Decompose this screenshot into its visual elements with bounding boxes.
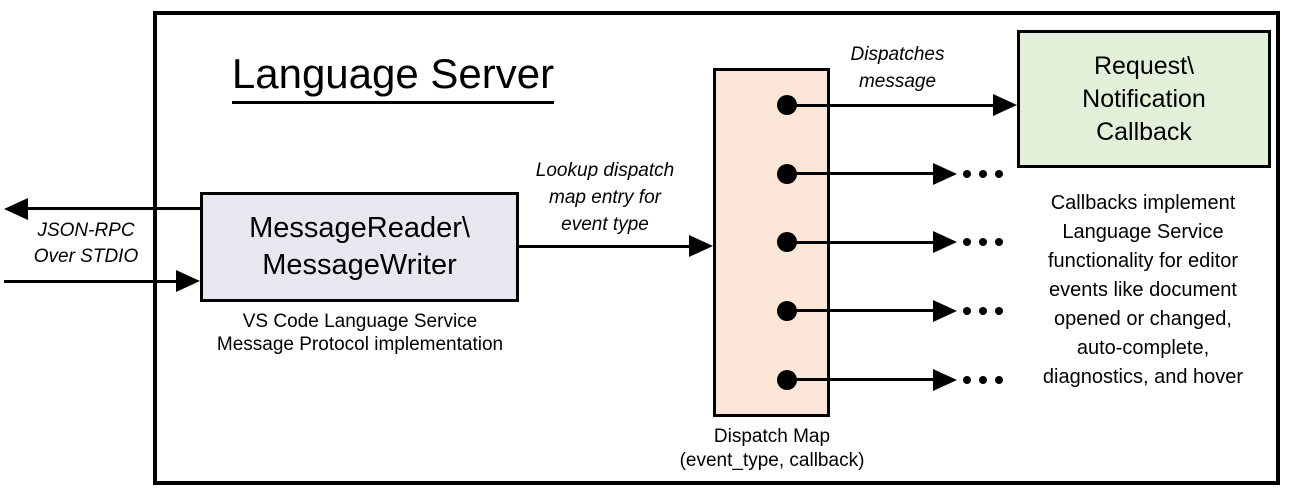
callbacks-annotation-line-7: diagnostics, and hover bbox=[1042, 366, 1244, 388]
lookup-line bbox=[518, 245, 689, 248]
lookup-label-line-1: Lookup dispatch bbox=[535, 160, 675, 181]
callback-label-line-1: Request\ bbox=[1093, 51, 1195, 80]
dispatch-arrow-2-head-icon bbox=[933, 163, 957, 185]
lookup-label-line-3: event type bbox=[561, 214, 649, 235]
ellipsis-dot bbox=[979, 307, 987, 315]
lookup-edge-label: Lookup dispatch map entry for event type bbox=[510, 157, 700, 238]
dispatch-map-label-line-1: Dispatch Map bbox=[713, 426, 831, 447]
dispatch-arrow-5-line bbox=[787, 378, 933, 381]
stdio-out-line bbox=[26, 207, 200, 210]
callbacks-annotation-line-5: opened or changed, bbox=[1054, 308, 1232, 330]
callback-label-line-2: Notification bbox=[1082, 84, 1206, 113]
message-writer-label: MessageWriter bbox=[262, 249, 457, 281]
stdio-out-arrowhead-icon bbox=[4, 198, 28, 220]
stdio-in-arrowhead-icon bbox=[176, 270, 200, 292]
ellipsis-dot bbox=[963, 170, 971, 178]
callbacks-annotation-line-3: functionality for editor bbox=[1047, 250, 1239, 272]
page-title: Language Server bbox=[203, 50, 583, 104]
reader-caption-line-2: Message Protocol implementation bbox=[216, 334, 504, 355]
ellipsis-dot bbox=[963, 307, 971, 315]
dispatch-arrow-1-head-icon bbox=[993, 94, 1017, 116]
stdio-label-line-1: JSON-RPC bbox=[37, 220, 135, 241]
dispatch-arrow-2-line bbox=[787, 172, 933, 175]
reader-caption: VS Code Language Service Message Protoco… bbox=[170, 310, 550, 356]
ellipsis-dot bbox=[979, 238, 987, 246]
ellipsis-2 bbox=[963, 170, 1003, 178]
language-server-container-box bbox=[153, 11, 1280, 485]
dispatches-label-line-1: Dispatches bbox=[850, 44, 945, 65]
dispatch-arrow-5-head-icon bbox=[933, 369, 957, 391]
callbacks-annotation-line-1: Callbacks implement bbox=[1050, 192, 1236, 214]
stdio-edge-label: JSON-RPC Over STDIO bbox=[11, 218, 161, 270]
ellipsis-dot bbox=[995, 307, 1003, 315]
dispatch-map-label: Dispatch Map (event_type, callback) bbox=[655, 425, 889, 473]
stdio-label-line-2: Over STDIO bbox=[33, 246, 139, 267]
dispatch-arrow-4-line bbox=[787, 309, 933, 312]
lookup-arrowhead-icon bbox=[689, 235, 713, 257]
dispatch-map-label-line-2: (event_type, callback) bbox=[679, 450, 865, 471]
ellipsis-4 bbox=[963, 307, 1003, 315]
ellipsis-dot bbox=[995, 238, 1003, 246]
dispatch-arrow-1-line bbox=[787, 104, 993, 107]
ellipsis-dot bbox=[995, 170, 1003, 178]
message-reader-label: MessageReader\ bbox=[249, 212, 470, 244]
dispatches-edge-label: Dispatches message bbox=[825, 41, 970, 95]
request-notification-callback-node: Request\ Notification Callback bbox=[1017, 30, 1271, 168]
callback-label-line-3: Callback bbox=[1096, 117, 1192, 146]
ellipsis-3 bbox=[963, 238, 1003, 246]
ellipsis-dot bbox=[979, 376, 987, 384]
callbacks-annotation-line-6: auto-complete, bbox=[1076, 337, 1210, 359]
ellipsis-dot bbox=[979, 170, 987, 178]
ellipsis-dot bbox=[963, 376, 971, 384]
dispatches-label-line-2: message bbox=[858, 71, 937, 92]
reader-caption-line-1: VS Code Language Service bbox=[242, 311, 478, 332]
dispatch-arrow-3-head-icon bbox=[933, 231, 957, 253]
ellipsis-dot bbox=[963, 238, 971, 246]
callbacks-annotation-line-2: Language Service bbox=[1062, 221, 1224, 243]
dispatch-arrow-4-head-icon bbox=[933, 300, 957, 322]
message-reader-writer-node: MessageReader\ MessageWriter bbox=[200, 192, 519, 302]
callbacks-annotation: Callbacks implement Language Service fun… bbox=[1000, 189, 1286, 392]
ellipsis-dot bbox=[995, 376, 1003, 384]
page-title-text: Language Server bbox=[231, 50, 555, 104]
callbacks-annotation-line-4: events like document bbox=[1049, 279, 1237, 301]
dispatch-arrow-3-line bbox=[787, 241, 933, 244]
ellipsis-5 bbox=[963, 376, 1003, 384]
stdio-in-line bbox=[4, 280, 176, 283]
lookup-label-line-2: map entry for bbox=[549, 187, 661, 208]
